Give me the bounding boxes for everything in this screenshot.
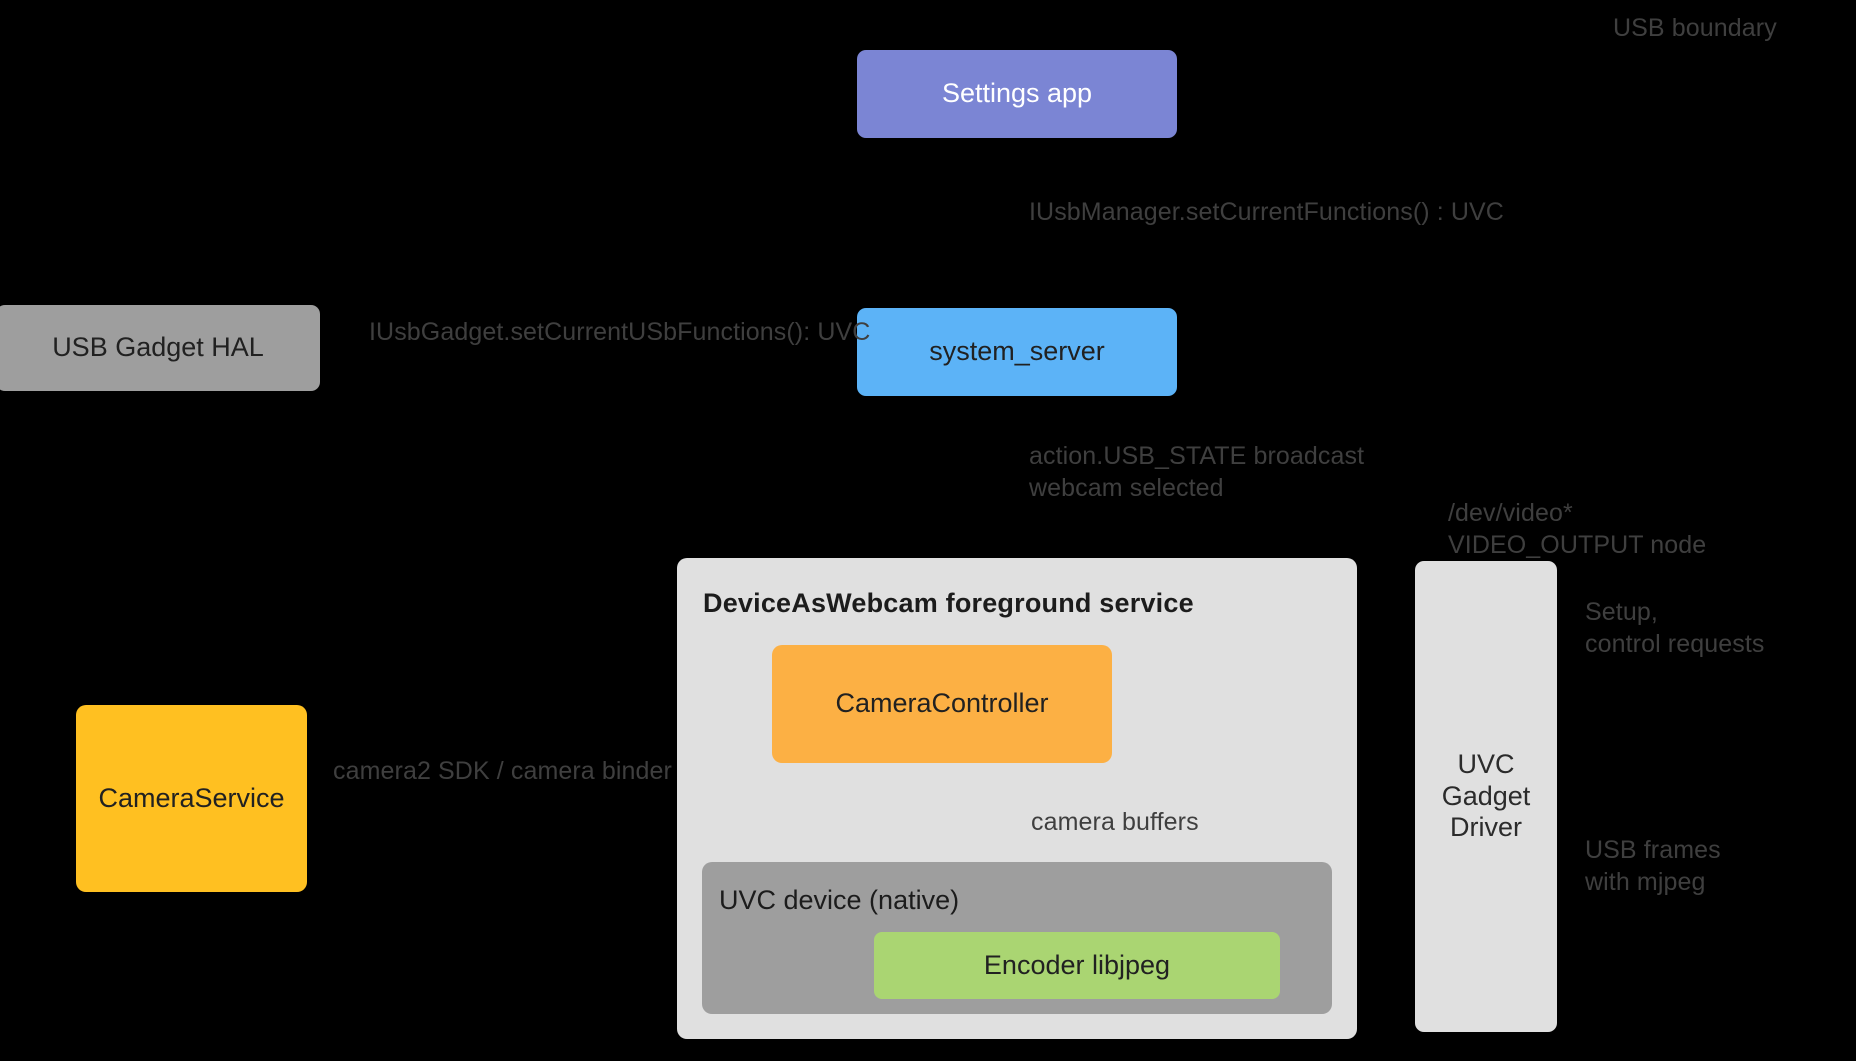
node-uvc-gadget-driver[interactable]: UVC Gadget Driver bbox=[1415, 561, 1557, 1032]
node-camera-service[interactable]: CameraService bbox=[76, 705, 307, 892]
node-settings-app[interactable]: Settings app bbox=[857, 50, 1177, 138]
annotation-iusbmanager-setcurrentfunctions: IUsbManager.setCurrentFunctions() : UVC bbox=[1029, 198, 1504, 226]
uvc-device-title: UVC device (native) bbox=[719, 885, 960, 915]
annotation-camera2-sdk-binder: camera2 SDK / camera binder bbox=[333, 757, 672, 785]
annotation-setup-control-requests: Setup, control requests bbox=[1585, 598, 1765, 658]
annotation-iusbgadget-setcurrentusbfunctions: IUsbGadget.setCurrentUSbFunctions(): UVC bbox=[369, 318, 871, 346]
node-encoder-libjpeg[interactable]: Encoder libjpeg bbox=[874, 932, 1280, 999]
annotation-dev-video-node: /dev/video* VIDEO_OUTPUT node bbox=[1448, 499, 1707, 559]
annotation-usb-boundary: USB boundary bbox=[1613, 14, 1777, 42]
deviceaswebcam-service-title: DeviceAsWebcam foreground service bbox=[703, 588, 1194, 618]
annotation-usb-frames-mjpeg: USB frames with mjpeg bbox=[1585, 836, 1721, 896]
node-system-server[interactable]: system_server bbox=[857, 308, 1177, 396]
annotation-usb-state-broadcast: action.USB_STATE broadcast webcam select… bbox=[1029, 442, 1365, 502]
node-camera-controller[interactable]: CameraController bbox=[772, 645, 1112, 763]
node-usb-gadget-hal[interactable]: USB Gadget HAL bbox=[0, 305, 320, 391]
annotation-camera-buffers: camera buffers bbox=[1031, 808, 1199, 836]
